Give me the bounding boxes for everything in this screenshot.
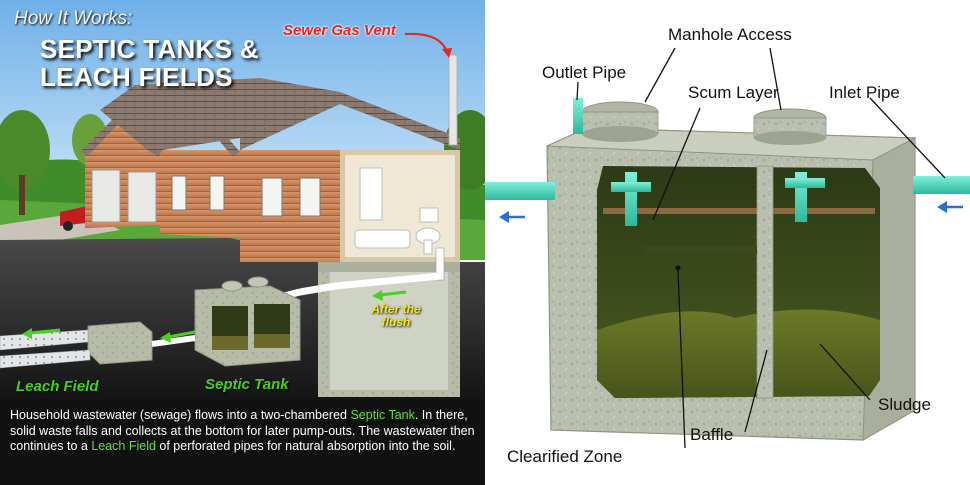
septic-tank-label: Septic Tank xyxy=(205,376,289,393)
callout-leader-lines xyxy=(576,47,946,449)
manhole-access-callout: Manhole Access xyxy=(668,25,792,44)
house-cutaway-illustration xyxy=(0,0,485,485)
caption-part-2: . In there, solid waste falls and collec… xyxy=(10,408,475,453)
caption-part-3: of perforated pipes for natural absorpti… xyxy=(155,439,456,453)
sewer-gas-vent-label: Sewer Gas Vent xyxy=(283,22,396,39)
inlet-pipe-callout: Inlet Pipe xyxy=(829,83,900,102)
title-line-2: LEACH FIELDS xyxy=(40,62,233,92)
caption-part-1: Household wastewater (sewage) flows into… xyxy=(10,408,351,422)
how-it-works-illustration: How It Works: SEPTIC TANKS & LEACH FIELD… xyxy=(0,0,485,485)
caption-highlight-leach-field: Leach Field xyxy=(91,439,156,453)
baffle-callout: Baffle xyxy=(690,425,734,444)
leach-field-label: Leach Field xyxy=(16,378,99,395)
scum-layer-callout: Scum Layer xyxy=(688,83,779,102)
clarified-zone-callout: Clearified Zone xyxy=(507,447,623,466)
explanation-caption: Household wastewater (sewage) flows into… xyxy=(10,408,482,455)
subtitle: How It Works: xyxy=(14,8,133,29)
septic-tank-cross-section: Manhole Access Outlet Pipe Scum Layer In… xyxy=(485,0,970,485)
tank-cutaway-illustration xyxy=(485,47,970,449)
outlet-pipe-callout: Outlet Pipe xyxy=(542,63,627,82)
after-the-flush-line-1: After the xyxy=(371,302,421,316)
sludge-callout: Sludge xyxy=(878,395,931,414)
after-the-flush-label: After the flush xyxy=(366,303,426,329)
after-the-flush-line-2: flush xyxy=(381,315,411,329)
caption-highlight-septic-tank: Septic Tank xyxy=(350,408,415,422)
title-line-1: SEPTIC TANKS & xyxy=(40,34,259,64)
